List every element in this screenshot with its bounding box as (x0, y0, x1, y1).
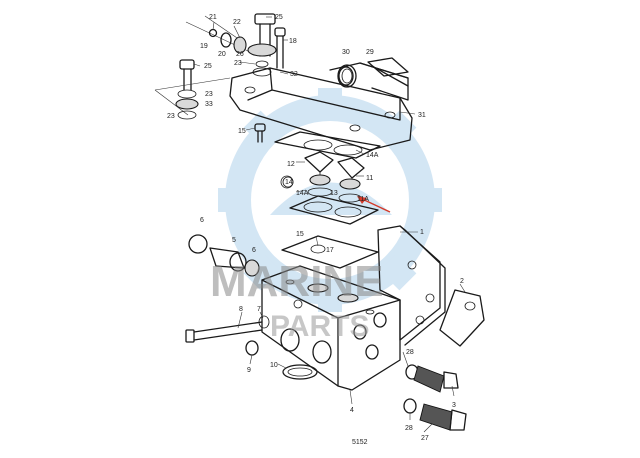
thermostat-housing-cover (229, 62, 413, 151)
label-27: 27 (421, 435, 429, 442)
label-2: 2 (460, 278, 464, 285)
label-28a: 28 (406, 349, 414, 356)
bolt-washer-stack (154, 59, 231, 120)
label-9: 9 (247, 367, 251, 374)
label-11: 11 (366, 175, 373, 182)
label-31: 31 (418, 112, 426, 119)
label-6a: 6 (200, 217, 204, 224)
label-10: 10 (270, 362, 278, 369)
thermostat-gasket-stack (274, 131, 381, 225)
label-23c: 23 (167, 113, 175, 120)
label-22: 22 (233, 19, 241, 26)
label-26: 26 (236, 51, 244, 58)
bolt-15 (254, 123, 266, 143)
indicator-arrow-icon (357, 196, 391, 213)
label-28b: 28 (405, 425, 413, 432)
label-23b: 23 (205, 91, 213, 98)
circled-marker (280, 175, 294, 189)
part-number-labels: 21 22 25 19 20 26 18 23 32 25 23 33 23 3… (167, 14, 464, 446)
label-6b: 6 (252, 247, 256, 254)
label-3: 3 (452, 402, 456, 409)
watermark-line2: PARTS (270, 310, 369, 343)
label-29: 29 (366, 49, 374, 56)
label-5: 5 (232, 237, 236, 244)
o-ring (282, 364, 318, 380)
label-1: 1 (420, 229, 424, 236)
label-7: 7 (257, 306, 261, 313)
label-19: 19 (200, 43, 208, 50)
label-14a-1: 14A (366, 152, 379, 159)
label-25a: 25 (275, 14, 283, 21)
label-14a-2: 14A (296, 190, 309, 197)
temperature-sensor-upper (405, 364, 459, 393)
label-21: 21 (209, 14, 217, 21)
watermark-line1: MARINE (210, 257, 384, 306)
label-4: 4 (350, 407, 354, 414)
label-17: 17 (326, 247, 334, 254)
label-11a: 11A (357, 196, 369, 203)
label-23a: 23 (234, 60, 242, 67)
label-18: 18 (289, 38, 297, 45)
label-25b: 25 (204, 63, 212, 70)
label-14: 14 (285, 179, 293, 186)
temperature-sensor-lower (403, 398, 467, 431)
support-bracket (439, 289, 485, 347)
hose-connector (188, 234, 260, 277)
label-33: 33 (205, 101, 213, 108)
long-bolt (185, 321, 263, 343)
label-13: 13 (330, 190, 338, 197)
label-30: 30 (342, 49, 350, 56)
main-housing-block (261, 265, 401, 391)
label-20: 20 (218, 51, 226, 58)
figure-number: 5152 (352, 439, 368, 446)
drain-plug (245, 315, 270, 356)
label-15a: 15 (238, 128, 246, 135)
label-15b: 15 (296, 231, 304, 238)
watermark-text: MARINE PARTS (210, 257, 384, 343)
label-8: 8 (239, 306, 243, 313)
label-32: 32 (290, 71, 298, 78)
leader-lines (193, 16, 466, 433)
label-12: 12 (287, 161, 295, 168)
pipe-connector (338, 57, 409, 86)
